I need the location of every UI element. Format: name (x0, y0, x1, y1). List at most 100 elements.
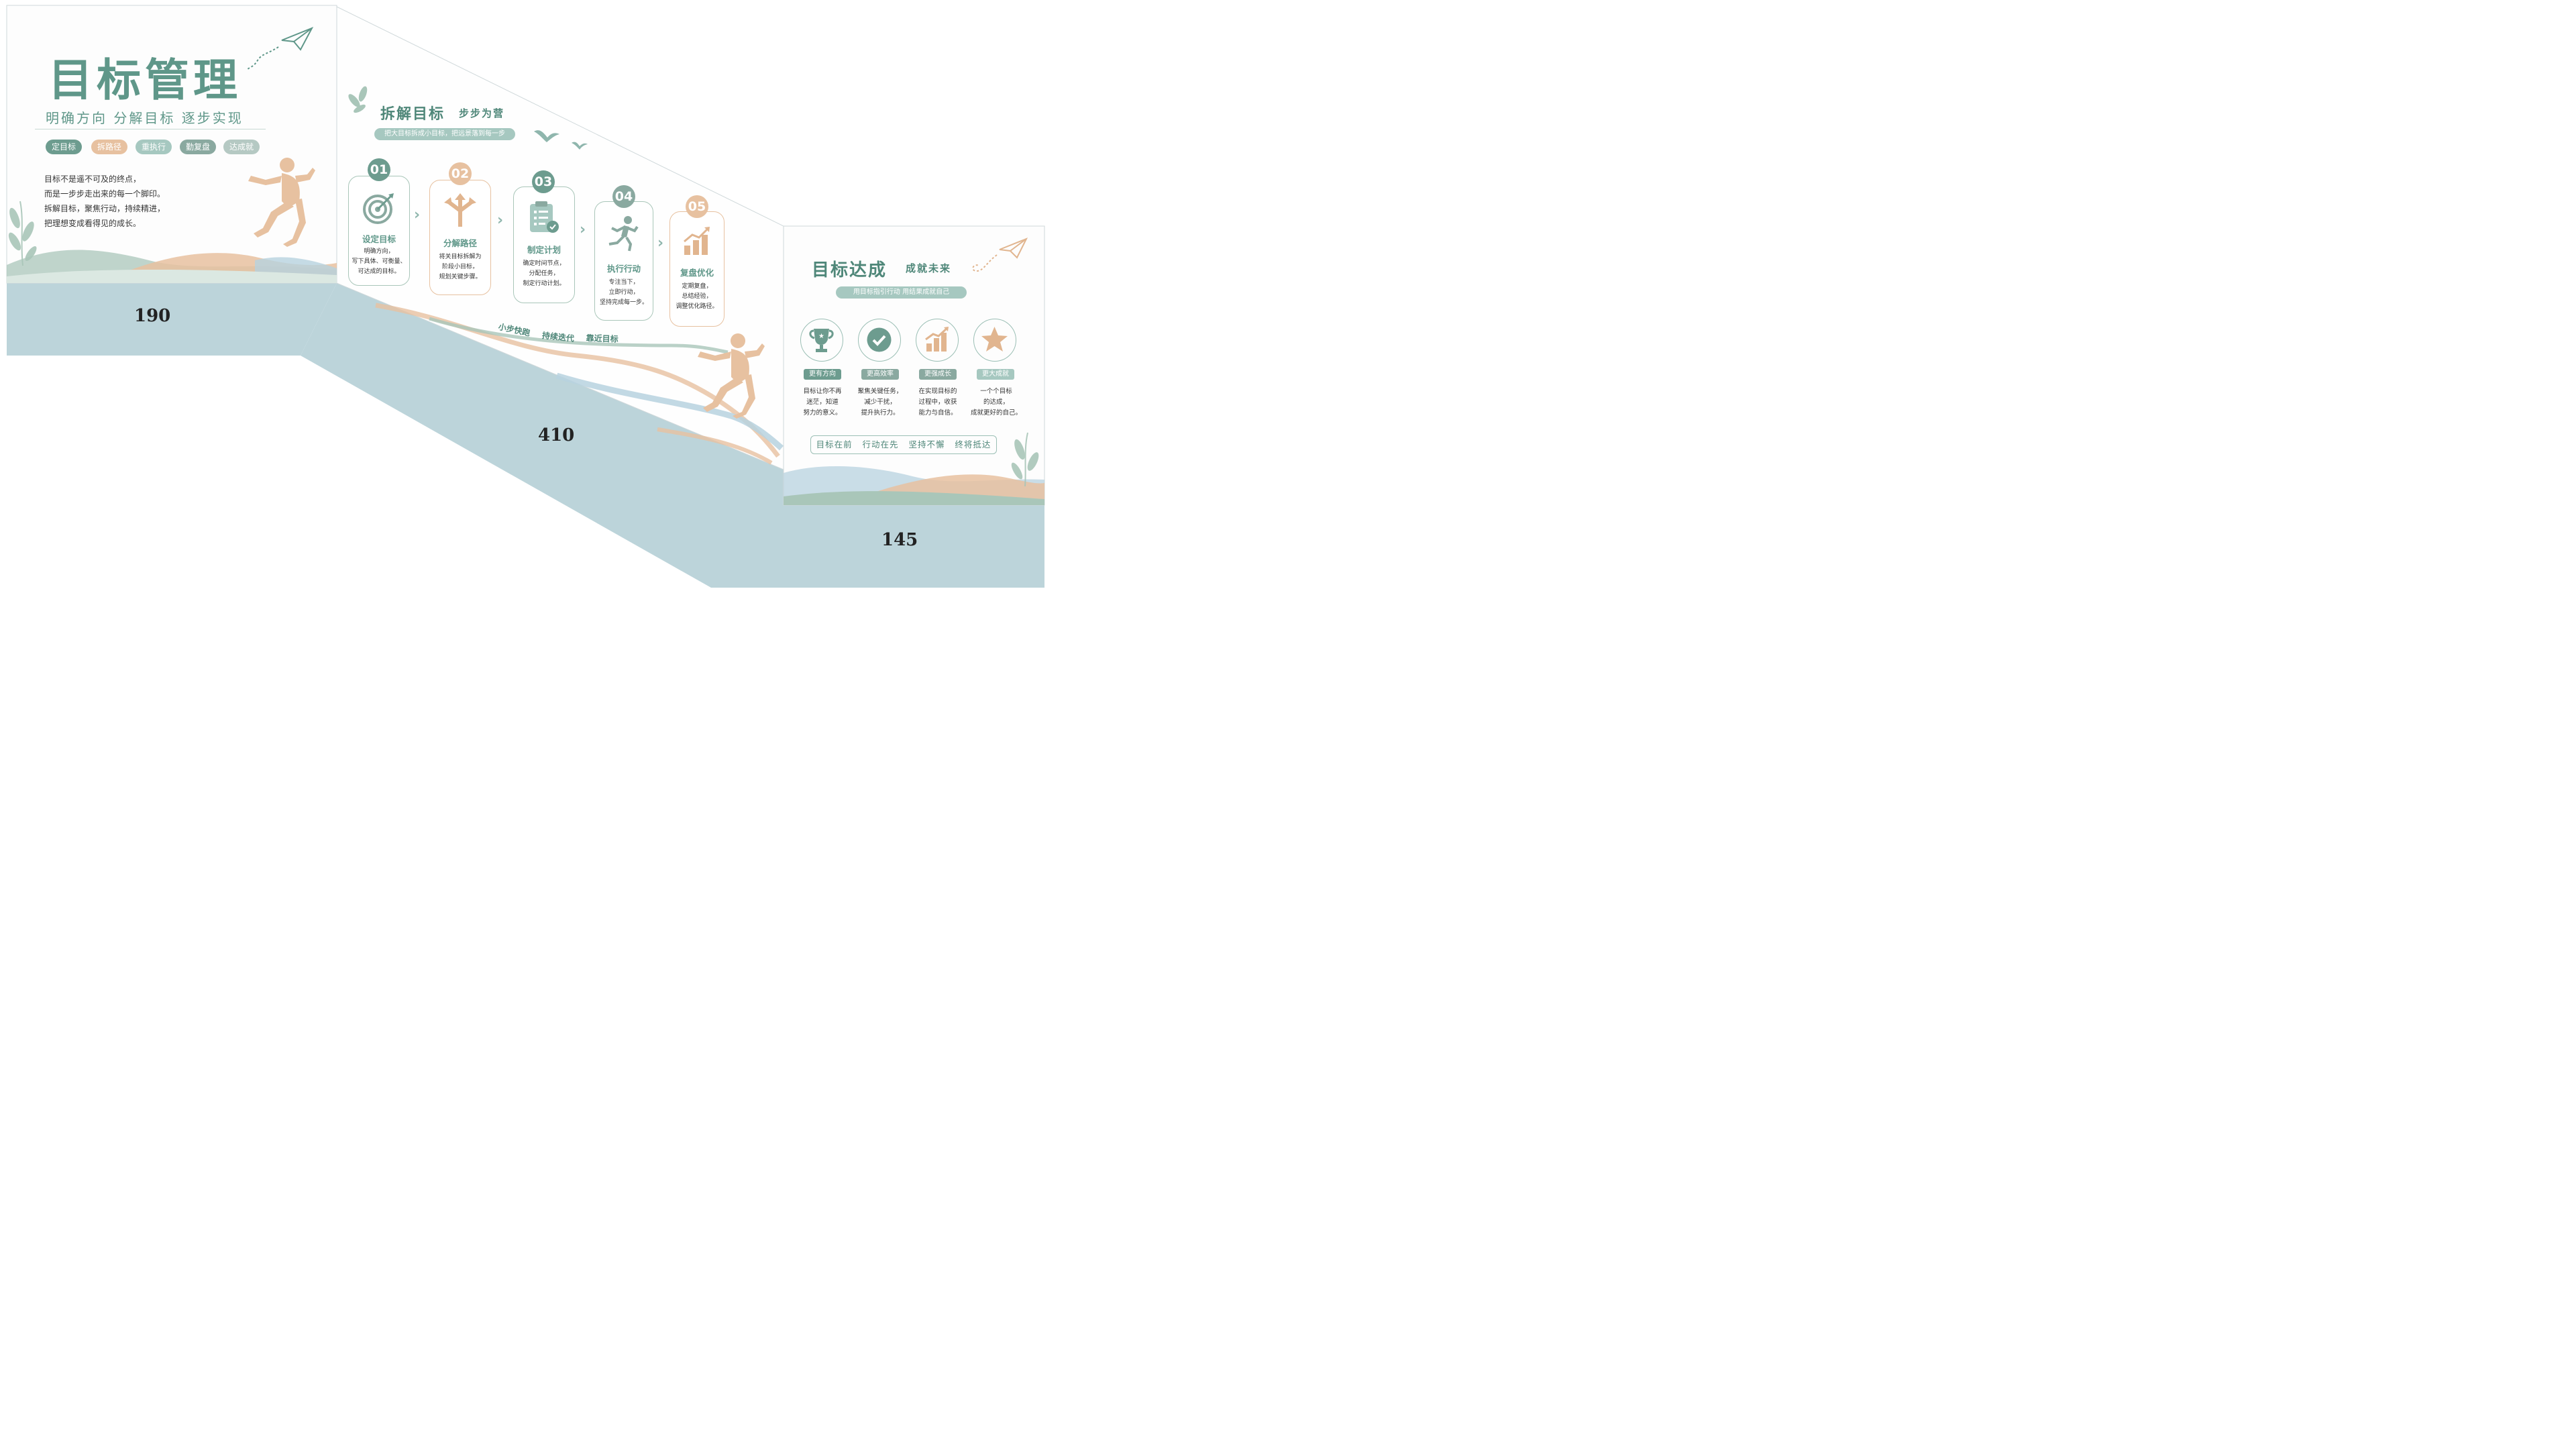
chevron-right-icon: › (414, 207, 421, 223)
step-desc-1: 明确方向， 写下具体、可衡量、 可达成的目标。 (348, 247, 410, 277)
desc-line: 写下具体、可衡量、 (352, 258, 407, 265)
desc-line: 能力与自信。 (918, 409, 957, 417)
benefit-circle-2 (858, 319, 901, 362)
growth-chart-icon (684, 227, 710, 255)
dimension-left: 190 (134, 306, 171, 326)
intro-line: 拆解目标，聚焦行动，持续精进， (44, 204, 166, 213)
benefit-tag-3: 更强成长 (919, 369, 957, 380)
desc-line: 提升执行力。 (861, 409, 900, 417)
dimension-middle: 410 (538, 425, 575, 445)
chevron-right-icon: › (580, 221, 586, 238)
benefit-circle-4 (973, 319, 1016, 362)
runner-icon-left (248, 158, 315, 247)
desc-line: 制定行动计划。 (523, 280, 566, 287)
motto-1: 目标在前 (816, 439, 853, 449)
desc-line: 将关目标拆解为 (439, 254, 482, 260)
panel-right-outline (783, 225, 1045, 506)
motto-4: 终将抵达 (955, 439, 991, 449)
intro-line: 目标不是遥不可及的终点， (44, 174, 142, 184)
section-subtitle-achieve: 成就未来 (906, 262, 952, 274)
check-icon (867, 327, 892, 352)
step-title-5: 复盘优化 (680, 268, 714, 278)
ribbon-peach-2 (657, 427, 773, 465)
step-title-3: 制定计划 (527, 245, 561, 255)
desc-line: 一个个目标 (980, 388, 1012, 395)
clipboard-icon (530, 201, 559, 233)
section-title-split: 拆解目标 (380, 106, 445, 123)
chip-review: 勤复盘 (180, 140, 217, 154)
banner-split: 把大目标拆成小目标，把远景落到每一步 (374, 128, 515, 140)
benefit-circle-3 (916, 319, 959, 362)
desc-line: 阶段小目标， (441, 264, 478, 270)
leaf-icon-middle (348, 86, 368, 113)
step-title-2: 分解路径 (443, 238, 477, 248)
ribbon-green (429, 317, 729, 354)
chip-achieve: 达成就 (223, 140, 260, 154)
step-card-1 (348, 176, 410, 286)
step-number-2: 02 (449, 162, 472, 185)
desc-line: 目标让你不再 (803, 388, 842, 395)
step-number-4: 04 (612, 185, 635, 208)
base-middle (301, 283, 1044, 588)
desc-line: 过程中，收获 (918, 398, 957, 406)
desc-line: 总结经验， (682, 293, 712, 300)
runner-icon-middle (698, 333, 765, 419)
desc-line: 聚焦关键任务， (857, 388, 903, 395)
page-subtitle: 明确方向 分解目标 逐步实现 (46, 110, 244, 126)
intro-line: 把理想变成看得见的成长。 (44, 219, 142, 228)
benefit-desc-1: 目标让你不再 迷茫，知道 努力的意义。 (796, 386, 849, 419)
desc-line: 规划关键步骤。 (439, 274, 482, 280)
motto-box: 目标在前 行动在先 坚持不懈 终将抵达 (810, 435, 997, 454)
step-title-4: 执行行动 (606, 264, 641, 274)
star-icon (981, 327, 1008, 352)
trophy-icon: ★ (809, 329, 834, 352)
chevron-right-icon: › (657, 235, 664, 252)
desc-line: 定期复盘， (682, 283, 712, 290)
benefit-tag-1: 更有方向 (804, 369, 841, 380)
section-title-achieve: 目标达成 (812, 260, 888, 280)
desc-line: 在实现目标的 (918, 388, 957, 395)
wave-left-light (7, 269, 337, 283)
slogan-3: 靠近目标 (586, 333, 619, 344)
desc-line: 确定时间节点， (523, 260, 566, 267)
desc-line: 可达成的目标。 (358, 268, 400, 275)
wall-background (6, 5, 1045, 588)
desc-line: 成就更好的自己。 (970, 409, 1022, 417)
desc-line: 明确方向， (364, 248, 394, 255)
target-icon (363, 193, 394, 224)
desc-line: 努力的意义。 (803, 409, 842, 417)
desc-line: 立即行动， (608, 289, 639, 296)
bird-icon (534, 130, 588, 150)
step-desc-3: 确定时间节点， 分配任务， 制定行动计划。 (513, 259, 575, 289)
intro-paragraph: 目标不是遥不可及的终点， 而是一步步走出来的每一个脚印。 拆解目标，聚焦行动，持… (44, 172, 165, 231)
chip-set-goal: 定目标 (46, 140, 83, 154)
step-title-1: 设定目标 (362, 234, 396, 244)
benefit-desc-3: 在实现目标的 过程中，收获 能力与自信。 (911, 386, 965, 419)
wave-right-green (784, 491, 1044, 505)
runner-small-icon (608, 216, 639, 252)
bar-chart-icon (925, 327, 949, 352)
svg-text:★: ★ (818, 333, 824, 340)
chip-split-path: 拆路径 (91, 140, 128, 154)
benefit-circle-1: ★ (800, 319, 843, 362)
desc-line: 迷茫，知道 (806, 398, 839, 406)
page-title: 目标管理 (48, 54, 241, 106)
benefit-tag-2: 更高效率 (861, 369, 899, 380)
step-desc-4: 专注当下， 立即行动， 坚持完成每一步。 (594, 278, 653, 308)
leaf-icon-right (1011, 432, 1039, 487)
desc-line: 专注当下， (608, 279, 639, 286)
benefit-desc-2: 聚焦关键任务， 减少干扰， 提升执行力。 (853, 386, 907, 419)
paper-plane-icon (246, 27, 314, 70)
dimension-right: 145 (881, 530, 918, 550)
paper-plane-icon-right (972, 237, 1028, 272)
motto-2: 行动在先 (862, 439, 899, 449)
desc-line: 减少干扰， (864, 398, 896, 406)
desc-line: 分配任务， (529, 270, 559, 277)
desc-line: 调整优化路径。 (676, 303, 718, 310)
motto-3: 坚持不懈 (908, 439, 945, 449)
desc-line: 坚持完成每一步。 (599, 299, 648, 306)
benefit-tag-4: 更大成就 (977, 369, 1014, 380)
step-card-5 (669, 211, 724, 327)
leaf-icon-left (8, 201, 37, 266)
split-arrow-icon (444, 193, 476, 227)
